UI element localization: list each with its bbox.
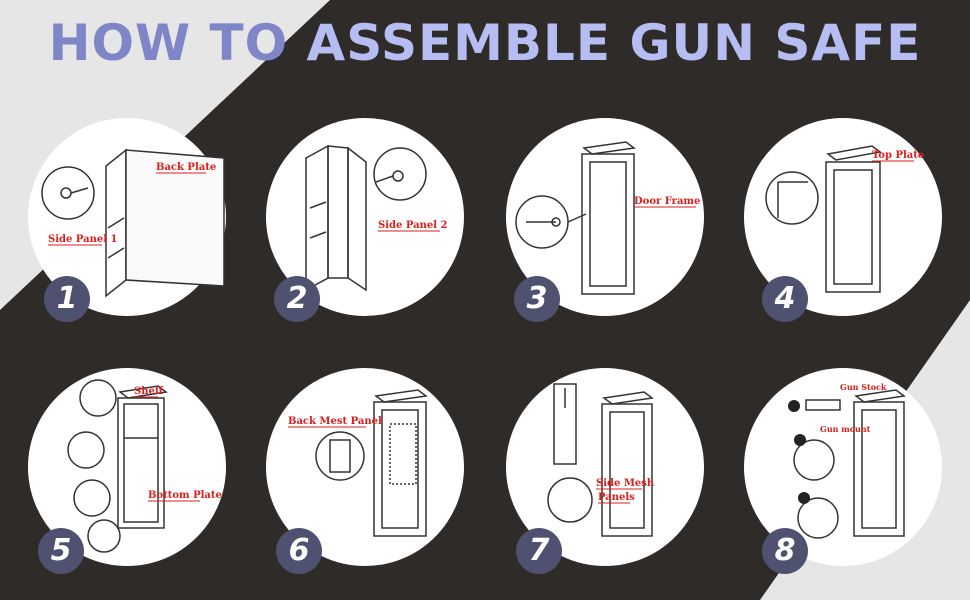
step-3-card: Door Frame 3 [506,118,704,322]
step-5-diagram: Shelf Bottom Plate [67,379,222,553]
step-7-label-side-mesh: Side Mesh [596,478,655,489]
step-8-number-badge: 8 [762,528,808,574]
step-8-diagram: Gun Stock Gun mount [788,382,906,539]
step-7-card: Side Mesh Panels 7 [506,368,704,574]
step-8-substep-2-marker [794,434,806,446]
step-2-label-side-panel-2: Side Panel 2 [378,220,448,231]
step-8-label-gun-stock: Gun Stock [840,382,887,392]
step-5-card: Shelf Bottom Plate 5 [28,368,226,574]
step-8-substep-1-marker [788,400,800,412]
step-5-label-bottom-plate: Bottom Plate [148,490,222,501]
step-4-label-top-plate: Top Plate [872,150,924,161]
step-7-diagram: Side Mesh Panels [547,383,655,537]
step-1-number-badge: 1 [44,276,90,322]
step-1-label-back-plate: Back Plate [156,162,216,173]
step-8-substep-3-marker [798,492,810,504]
step-4-diagram: Top Plate [765,145,924,293]
step-3-label-door-frame: Door Frame [634,196,700,207]
step-5-label-shelf: Shelf [134,386,164,397]
step-1-card: Back Plate Side Panel 1 1 [28,118,226,322]
step-8-label-gun-mount: Gun mount [820,424,871,434]
step-6-card: Back Mest Panel 6 [266,368,464,574]
step-7-number-badge: 7 [516,528,562,574]
step-1-diagram: Back Plate Side Panel 1 [41,148,225,298]
step-7-label-panels: Panels [598,492,635,503]
step-4-number-badge: 4 [762,276,808,322]
step-6-number-badge: 6 [276,528,322,574]
step-4-card: Top Plate 4 [744,118,942,322]
step-6-diagram: Back Mest Panel [288,389,428,537]
step-3-diagram: Door Frame [515,141,700,295]
title-part-assemble: ASSEMBLE GUN SAFE [306,14,922,72]
step-3-number-badge: 3 [514,276,560,322]
step-1-label-side-panel: Side Panel 1 [48,234,117,245]
title-part-how-to: HOW TO [48,14,307,72]
step-6-label-back-mesh-panel: Back Mest Panel [288,416,382,427]
step-2-diagram: Side Panel 2 [305,144,448,292]
step-8-card: Gun Stock Gun mount 8 [744,368,942,574]
step-2-number-badge: 2 [274,276,320,322]
step-5-number-badge: 5 [38,528,84,574]
page-title: HOW TO ASSEMBLE GUN SAFE [0,14,970,72]
step-2-card: Side Panel 2 2 [266,118,464,322]
